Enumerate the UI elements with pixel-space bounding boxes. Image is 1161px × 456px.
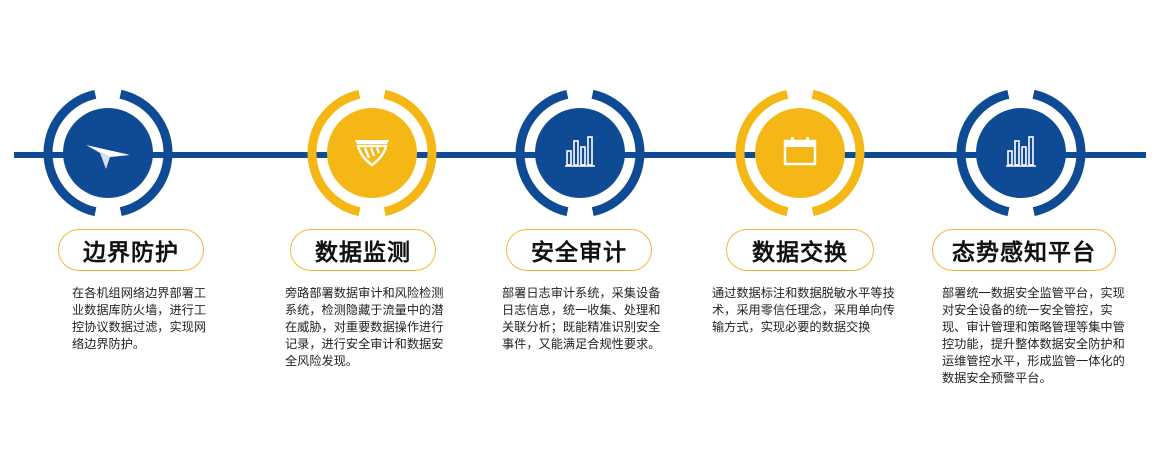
bar-chart-icon (565, 135, 595, 171)
stage-description: 部署统一数据安全监管平台，实现对安全设备的统一安全管控，实现、审计管理和策略管理… (942, 286, 1125, 385)
stage-data-monitoring: 数据监测 旁路部署数据审计和风险检测系统，检测隐藏于流量中的潜在威胁，对重要数据… (240, 0, 480, 456)
stage-description: 旁路部署数据审计和风险检测系统，检测隐藏于流量中的潜在威胁，对重要数据操作进行记… (285, 286, 444, 368)
bar-chart-icon (1006, 135, 1036, 171)
stage-description: 在各机组网络边界部署工业数据库防火墙，进行工控协议数据过滤，实现网络边界防护。 (72, 286, 207, 351)
stage-boundary-protection: 边界防护 在各机组网络边界部署工业数据库防火墙，进行工控协议数据过滤，实现网络边… (0, 0, 240, 456)
stage-icon-ring (514, 87, 646, 219)
stage-icon-ring (734, 87, 866, 219)
stage-security-audit: 安全审计 部署日志审计系统，采集设备日志信息，统一收集、处理和关联分析；既能精准… (480, 0, 720, 456)
stage-title: 边界防护 (58, 229, 204, 271)
stage-title: 数据交换 (726, 229, 874, 271)
stage-icon-ring (955, 87, 1087, 219)
stage-title: 态势感知平台 (932, 229, 1116, 271)
stage-icon-ring (306, 87, 438, 219)
stage-title: 安全审计 (506, 229, 652, 271)
paper-plane-icon (84, 131, 132, 175)
stage-title: 数据监测 (290, 229, 436, 271)
stage-situational-awareness: 态势感知平台 部署统一数据安全监管平台，实现对安全设备的统一安全管控，实现、审计… (928, 0, 1161, 456)
stage-description: 通过数据标注和数据脱敏水平等技术，采用零信任理念，采用单向传输方式，实现必要的数… (712, 286, 895, 334)
stage-icon-ring (42, 87, 174, 219)
stage-data-exchange: 数据交换 通过数据标注和数据脱敏水平等技术，采用零信任理念，采用单向传输方式，实… (712, 0, 960, 456)
shield-stripes-icon (352, 134, 392, 172)
stage-description: 部署日志审计系统，采集设备日志信息，统一收集、处理和关联分析；既能精准识别安全事… (502, 286, 661, 351)
calendar-icon (783, 136, 817, 170)
